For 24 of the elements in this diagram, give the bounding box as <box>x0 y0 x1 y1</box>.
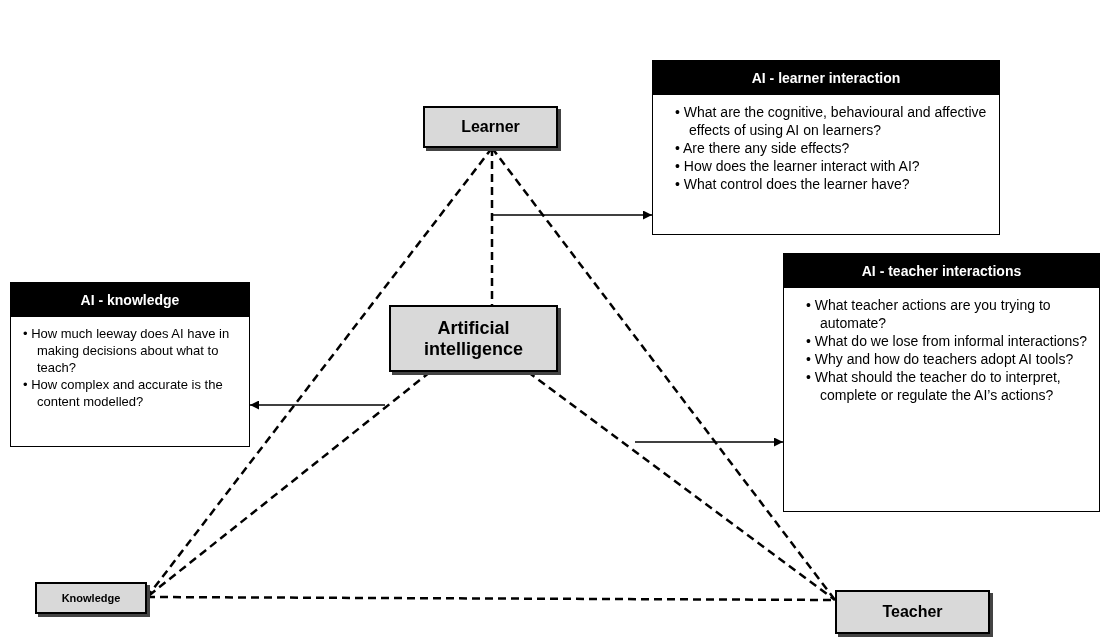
bullet-item: • How much leeway does AI have in making decisions about what to teach? <box>23 325 231 376</box>
bullet-item: • How complex and accurate is the content modelled? <box>23 376 224 410</box>
bullet-item: • What should the teacher do to interpret, complete or regulate the AI’s actions? <box>806 368 1062 404</box>
learner-box: Learner <box>423 106 558 148</box>
bullet-item: • What are the cognitive, behavioural and affective effects of using AI on learners? <box>675 103 988 139</box>
arrow <box>634 437 784 447</box>
arrow <box>249 400 386 410</box>
knowledge-box: Knowledge <box>35 582 147 614</box>
question-card <box>652 60 1000 235</box>
card-header: AI - teacher interactions <box>784 254 1099 288</box>
bullet-item: • Why and how do teachers adopt AI tools? <box>806 350 1075 368</box>
dashed-line <box>490 148 494 305</box>
card-header: AI - learner interaction <box>653 61 999 95</box>
teacher-box: Teacher <box>835 590 990 634</box>
question-card <box>10 282 250 447</box>
ai-box: Artificial intelligence <box>389 305 558 372</box>
question-card <box>783 253 1100 512</box>
arrow <box>491 210 653 220</box>
bullet-item: • What control does the learner have? <box>675 175 911 193</box>
card-header: AI - knowledge <box>11 283 249 317</box>
bullet-item: • What do we lose from informal interactions? <box>806 332 1089 350</box>
bullet-item: • What teacher actions are you trying to automate? <box>806 296 1052 332</box>
bullet-item: • Are there any side effects? <box>675 139 851 157</box>
bullet-item: • How does the learner interact with AI? <box>675 157 921 175</box>
